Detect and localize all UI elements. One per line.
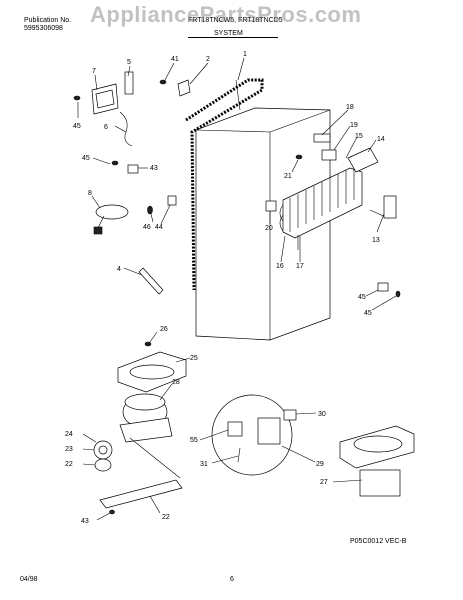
footer-date: 04/98: [20, 576, 38, 583]
watermark: AppliancePartsPros.com: [90, 2, 362, 27]
publication-number: 5995306098: [24, 25, 63, 32]
callout-41-top: 41: [171, 56, 179, 63]
callout-30: 29: [316, 461, 324, 468]
callout-28: 27: [320, 479, 328, 486]
drain-tube: [138, 267, 164, 295]
callout-25: 24: [65, 431, 73, 438]
callout-6: 6: [104, 124, 108, 131]
callout-43-mid: 44: [155, 224, 163, 231]
publication-label: Publication No.: [24, 17, 72, 24]
callout-55: 55: [190, 437, 198, 444]
callout-29: 28: [172, 379, 180, 386]
callout-45-mid: 45: [82, 155, 90, 162]
callout-18: 18: [346, 104, 354, 111]
compressor-base: [99, 437, 183, 515]
small-parts-top: [73, 71, 191, 235]
model-numbers: FRT18TNCW5, FRT18TNCD5: [188, 17, 283, 24]
callout-4: 4: [117, 266, 121, 273]
condenser-loop: [185, 78, 264, 291]
callout-21: 21: [284, 173, 292, 180]
callout-32: 31: [200, 461, 208, 468]
callout-16: 16: [276, 263, 284, 270]
callout-46: 46: [143, 224, 151, 231]
callout-44: 45: [358, 294, 366, 301]
drain-pan-right: [339, 425, 415, 497]
callout-43-top: 43: [150, 165, 158, 172]
callout-41-bottom: 43: [81, 518, 89, 525]
section-title: SYSTEM: [214, 30, 243, 37]
callout-19: 19: [350, 122, 358, 129]
callout-23: 22: [65, 461, 73, 468]
callout-20: 20: [265, 225, 273, 232]
callout-27: 26: [160, 326, 168, 333]
cabinet: [195, 79, 331, 341]
callout-labels: 7 5 6 45 41 2 1 45 43 8 46 44 4 18 19 15…: [65, 51, 385, 525]
small-parts-right: [265, 133, 401, 298]
callout-13: 13: [372, 237, 380, 244]
callout-1: 1: [243, 51, 247, 58]
callout-14: 14: [377, 136, 385, 143]
callout-8: 7: [92, 68, 96, 75]
callout-24: 23: [65, 446, 73, 453]
callout-45-top: 45: [73, 123, 81, 130]
evaporator: [279, 167, 363, 239]
callout-7: 8: [88, 190, 92, 197]
drain-pan: [117, 341, 187, 393]
callout-45-right: 45: [364, 310, 372, 317]
callout-2: 2: [206, 56, 210, 63]
callout-31: 30: [318, 411, 326, 418]
callout-15: 15: [355, 133, 363, 140]
leader-lines: [77, 57, 397, 521]
compressor: [93, 393, 173, 472]
page-number: 6: [230, 576, 234, 583]
relay-inset: [211, 394, 297, 476]
diagram-code: P05C0012 VEC-B: [350, 538, 407, 545]
callout-17: 17: [296, 263, 304, 270]
callout-26: 25: [190, 355, 198, 362]
title-rule: [188, 37, 278, 38]
callout-22: 22: [162, 514, 170, 521]
callout-5: 5: [127, 59, 131, 66]
